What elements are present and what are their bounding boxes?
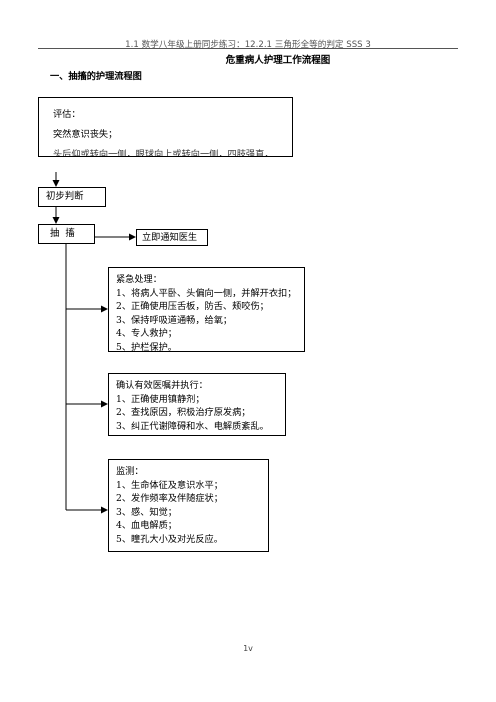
spasm-box: 抽搐 <box>38 224 95 244</box>
orders-title: 确认有效医嘱并执行： <box>116 380 208 391</box>
monitoring-item: 4、血电解质； <box>116 520 177 532</box>
monitoring-item: 3、感、知觉； <box>116 506 177 518</box>
emergency-title: 紧急处理： <box>116 274 162 285</box>
page-number: 1v <box>243 644 253 653</box>
document-title: 危重病人护理工作流程图 <box>225 55 331 66</box>
emergency-item: 2、正确使用压舌板，防舌、颊咬伤； <box>116 301 269 313</box>
orders-item: 2、查找原因，积极治疗原发病； <box>116 407 251 419</box>
emergency-item: 5、护栏保护。 <box>116 341 177 353</box>
monitoring-box: 监测： 1、生命体征及意识水平； 2、发作频率及伴随症状； 3、感、知觉； 4、… <box>108 459 269 552</box>
assessment-line: 突然意识丧失； <box>53 129 118 140</box>
emergency-item: 3、保持呼吸道通畅，给氧； <box>116 314 233 326</box>
assessment-box: 评估： 突然意识丧失； 头后仰或转向一侧，眼球向上或转向一侧，四肢强直， <box>38 97 293 157</box>
emergency-treatment-box: 紧急处理： 1、将病人平卧、头偏向一侧，并解开衣扣； 2、正确使用压舌板，防舌、… <box>108 267 305 353</box>
initial-judgment-box: 初步判断 <box>38 187 106 207</box>
assessment-title: 评估： <box>53 109 81 120</box>
medical-orders-box: 确认有效医嘱并执行： 1、正确使用镇静剂； 2、查找原因，积极治疗原发病； 3、… <box>108 373 286 436</box>
monitoring-item: 5、瞳孔大小及对光反应。 <box>116 533 223 545</box>
emergency-item: 1、将病人平卧、头偏向一侧，并解开衣扣； <box>116 287 297 299</box>
monitoring-item: 1、生命体征及意识水平； <box>116 479 223 491</box>
emergency-item: 4、专人救护； <box>116 328 177 340</box>
orders-item: 3、纠正代谢障碍和水、电解质紊乱。 <box>116 420 269 432</box>
header-divider <box>38 48 458 49</box>
section-heading: 一、抽搐的护理流程图 <box>50 71 142 82</box>
monitoring-item: 2、发作频率及伴随症状； <box>116 493 223 505</box>
assessment-line: 头后仰或转向一侧，眼球向上或转向一侧，四肢强直， <box>53 149 274 157</box>
orders-item: 1、正确使用镇静剂； <box>116 393 205 405</box>
notify-doctor-box: 立即通知医生 <box>136 229 208 246</box>
page-header: 1.1 数学八年级上册同步练习：12.2.1 三角形全等的判定 SSS 3 <box>125 40 371 50</box>
monitoring-title: 监测： <box>116 466 144 477</box>
